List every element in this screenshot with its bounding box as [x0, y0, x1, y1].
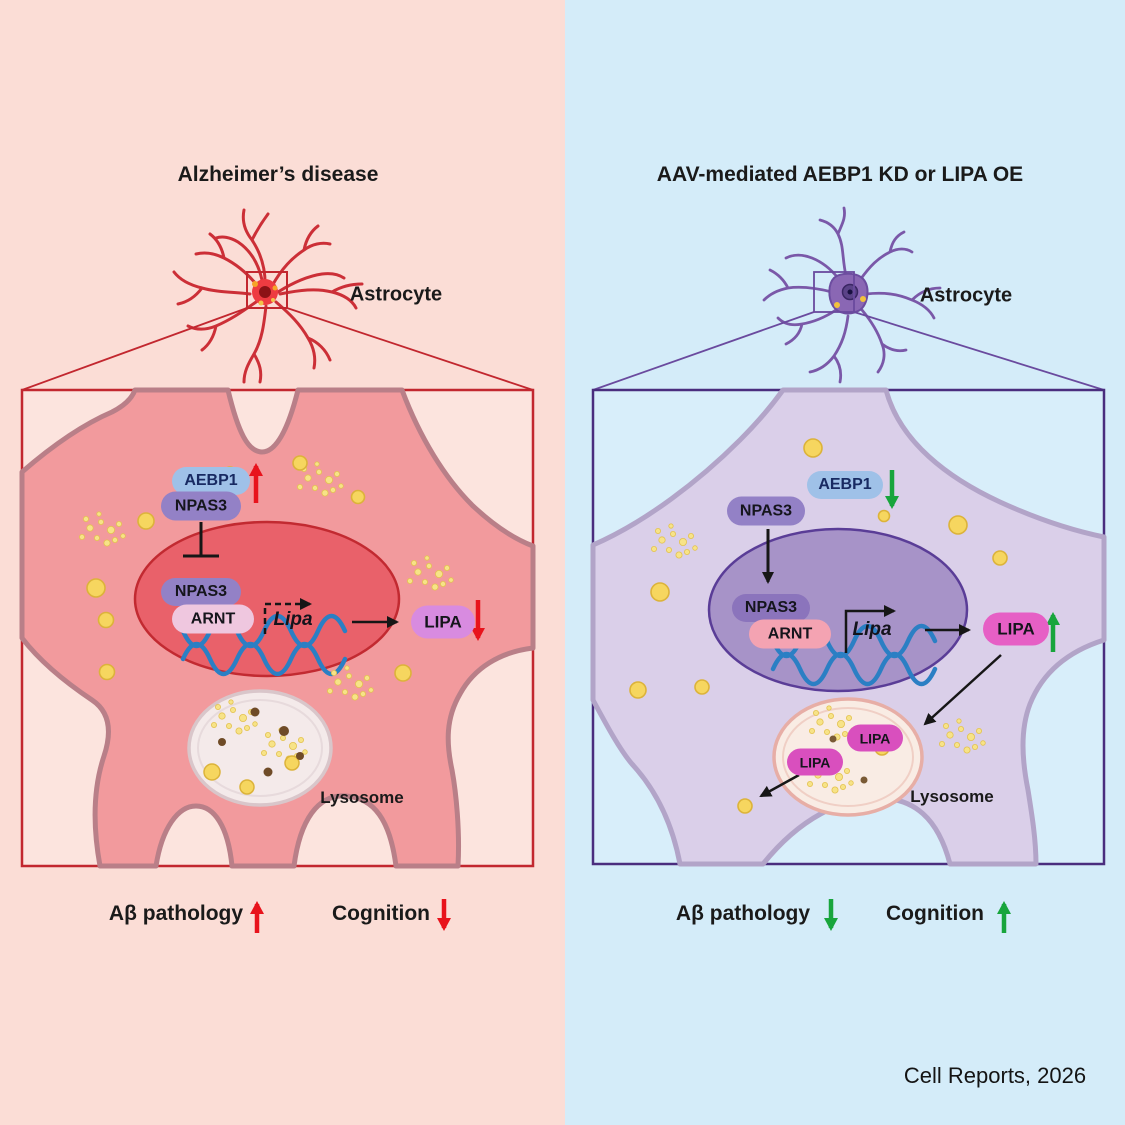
disease-zoom-line-left	[21, 307, 248, 391]
treatment-lipid-droplets	[629, 438, 1008, 814]
treatment-astrocyte-drawing	[762, 206, 942, 384]
disease-astrocyte-drawing	[172, 208, 364, 384]
treatment-lipa-lysosome-pill-1: LIPA	[847, 724, 903, 752]
disease-npas3-cytoplasm-pill: NPAS3	[161, 491, 241, 521]
disease-arnt-pill: ARNT	[172, 604, 254, 634]
disease-lysosome-label: Lysosome	[320, 788, 404, 807]
lysosome-export-arrow-icon	[759, 773, 800, 798]
treatment-zoom-line-left	[592, 311, 815, 391]
lipa-transcription-dashed-arrow-icon	[263, 598, 312, 634]
lipa-to-lysosome-arrow-icon	[923, 654, 1002, 726]
disease-aebp1-pill: AEBP1	[172, 467, 250, 495]
treatment-zoom-square	[813, 271, 855, 313]
disease-panel-title: Alzheimer’s disease	[177, 163, 379, 186]
disease-lipa-protein-pill: LIPA	[411, 605, 475, 639]
journal-credit: Cell Reports, 2026	[903, 1063, 1087, 1088]
treatment-panel-title: AAV-mediated AEBP1 KD or LIPA OE	[656, 163, 1024, 186]
disease-lysosome	[187, 689, 333, 807]
treatment-lysosome-debris	[829, 735, 868, 784]
treatment-lysosome-label: Lysosome	[910, 787, 994, 806]
disease-npas3-nucleus-pill: NPAS3	[161, 578, 241, 606]
treatment-astrocyte-label: Astrocyte	[919, 284, 1013, 307]
disease-lysosome-debris	[218, 707, 304, 777]
lipa-transcription-arrow-icon	[844, 605, 896, 653]
disease-lipa-gene-label: Lipa	[273, 609, 313, 630]
treatment-arnt-pill: ARNT	[749, 619, 831, 649]
treatment-zoom-line-right	[853, 311, 1105, 391]
npas3-inhibition-tbar-icon	[183, 522, 219, 558]
disease-ab-pathology-label: Aβ pathology	[108, 902, 244, 925]
treatment-lipa-protein-pill: LIPA	[983, 612, 1049, 646]
disease-zoom-line-right	[286, 307, 534, 391]
treatment-npas3-cytoplasm-pill: NPAS3	[727, 496, 805, 526]
treatment-ab-pathology-label: Aβ pathology	[675, 902, 811, 925]
treatment-aebp1-pill: AEBP1	[807, 471, 883, 499]
treatment-cognition-label: Cognition	[886, 902, 984, 925]
disease-cognition-label: Cognition	[332, 902, 430, 925]
disease-nucleus	[133, 520, 401, 678]
disease-zoom-square	[246, 271, 288, 309]
treatment-lipa-lysosome-pill-2: LIPA	[787, 748, 843, 776]
treatment-npas3-nucleus-pill: NPAS3	[732, 594, 810, 622]
treatment-lipa-gene-label: Lipa	[852, 619, 892, 640]
disease-astrocyte-label: Astrocyte	[349, 283, 443, 306]
